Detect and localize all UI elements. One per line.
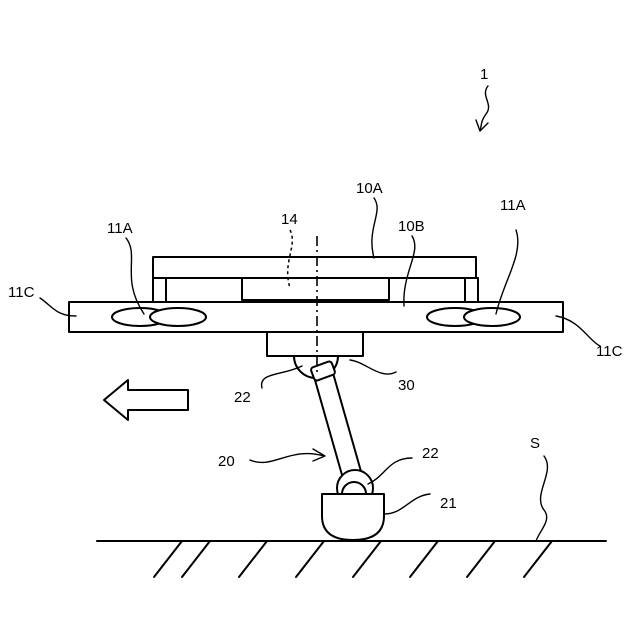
label-rotor-right: 11A [500,197,526,214]
foot [322,494,384,540]
label-joint-lower: 22 [422,445,439,462]
top-plate [153,257,476,278]
label-arm-end-right: 11C [596,343,623,360]
arm-assembly [294,356,384,540]
label-top-plate: 10A [356,180,383,197]
direction-arrow-icon [104,380,188,420]
label-foot: 21 [440,495,457,512]
label-system: 1 [480,66,488,83]
label-arm-end-left: 11C [8,284,35,301]
label-surface: S [530,435,540,452]
center-component [242,278,389,300]
left-rotor-blade-b [150,308,206,326]
label-arm: 20 [218,453,235,470]
ground-surface [97,541,606,577]
right-rotor-blade-b [464,308,520,326]
label-center-part: 14 [281,211,298,228]
mount [267,332,363,356]
label-rotor-left: 11A [107,220,133,237]
label-mount: 30 [398,377,415,394]
drone-body [69,257,563,356]
label-body: 10B [398,218,425,235]
label-joint-upper: 22 [234,389,251,406]
